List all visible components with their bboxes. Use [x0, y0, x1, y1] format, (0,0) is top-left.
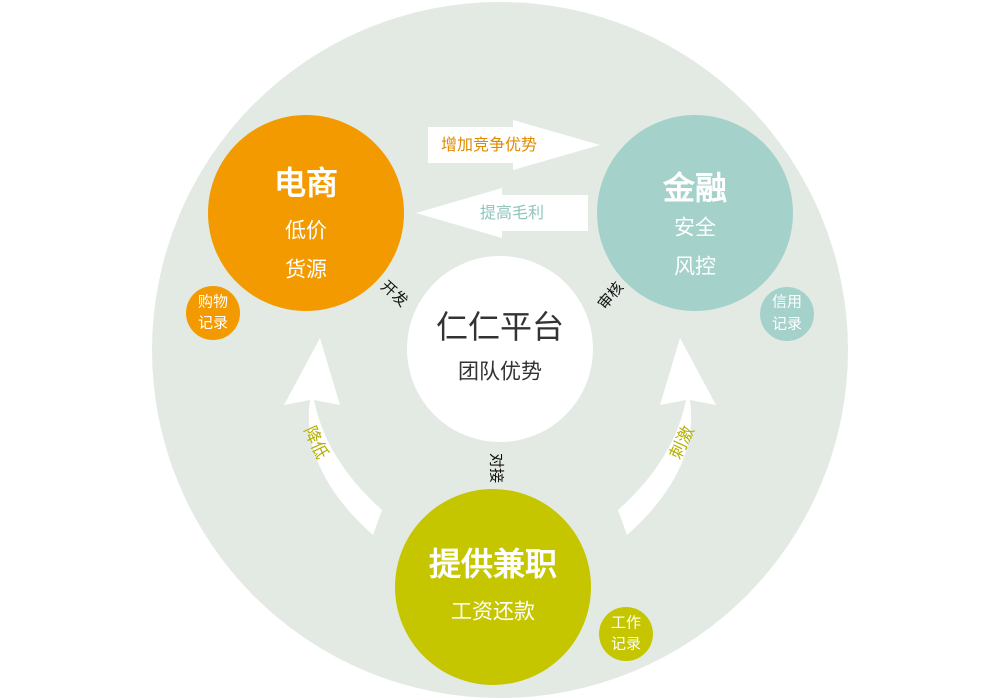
arrow-ecommerce-to-finance	[428, 120, 600, 170]
platform-title: 仁仁平台	[435, 308, 565, 346]
platform-subtitle: 团队优势	[458, 359, 542, 384]
work-record-line1: 工作	[610, 613, 642, 632]
shopping-record-line1: 购物	[197, 292, 229, 311]
jobs-line1: 工资还款	[451, 599, 535, 624]
credit-record-line2: 记录	[771, 314, 803, 333]
finance-line2: 风控	[674, 254, 716, 279]
ecommerce-line2: 货源	[285, 257, 327, 282]
work-record-line2: 记录	[610, 634, 642, 653]
credit-record-line1: 信用	[771, 292, 803, 311]
finance-line1: 安全	[674, 215, 716, 240]
finance-node	[597, 115, 793, 311]
jobs-node	[395, 489, 591, 685]
ecommerce-line1: 低价	[285, 218, 327, 243]
arrow-finance-to-ecommerce	[416, 188, 588, 238]
arrow-label-middle: 提高毛利	[479, 203, 545, 222]
ecommerce-title: 电商	[273, 164, 339, 202]
credit-record-badge	[760, 287, 814, 341]
shopping-record-line2: 记录	[197, 313, 229, 332]
jobs-title: 提供兼职	[428, 545, 558, 583]
shopping-record-badge	[186, 286, 240, 340]
connector-label-jobs: 对接	[487, 452, 506, 484]
work-record-badge	[599, 607, 653, 661]
arrow-label-top: 增加竞争优势	[440, 135, 538, 154]
arrow-jobs-to-ecommerce	[284, 338, 382, 535]
ecommerce-node	[208, 115, 404, 311]
arrow-jobs-to-finance	[618, 338, 716, 535]
finance-title: 金融	[662, 169, 728, 207]
platform-node	[407, 256, 593, 442]
